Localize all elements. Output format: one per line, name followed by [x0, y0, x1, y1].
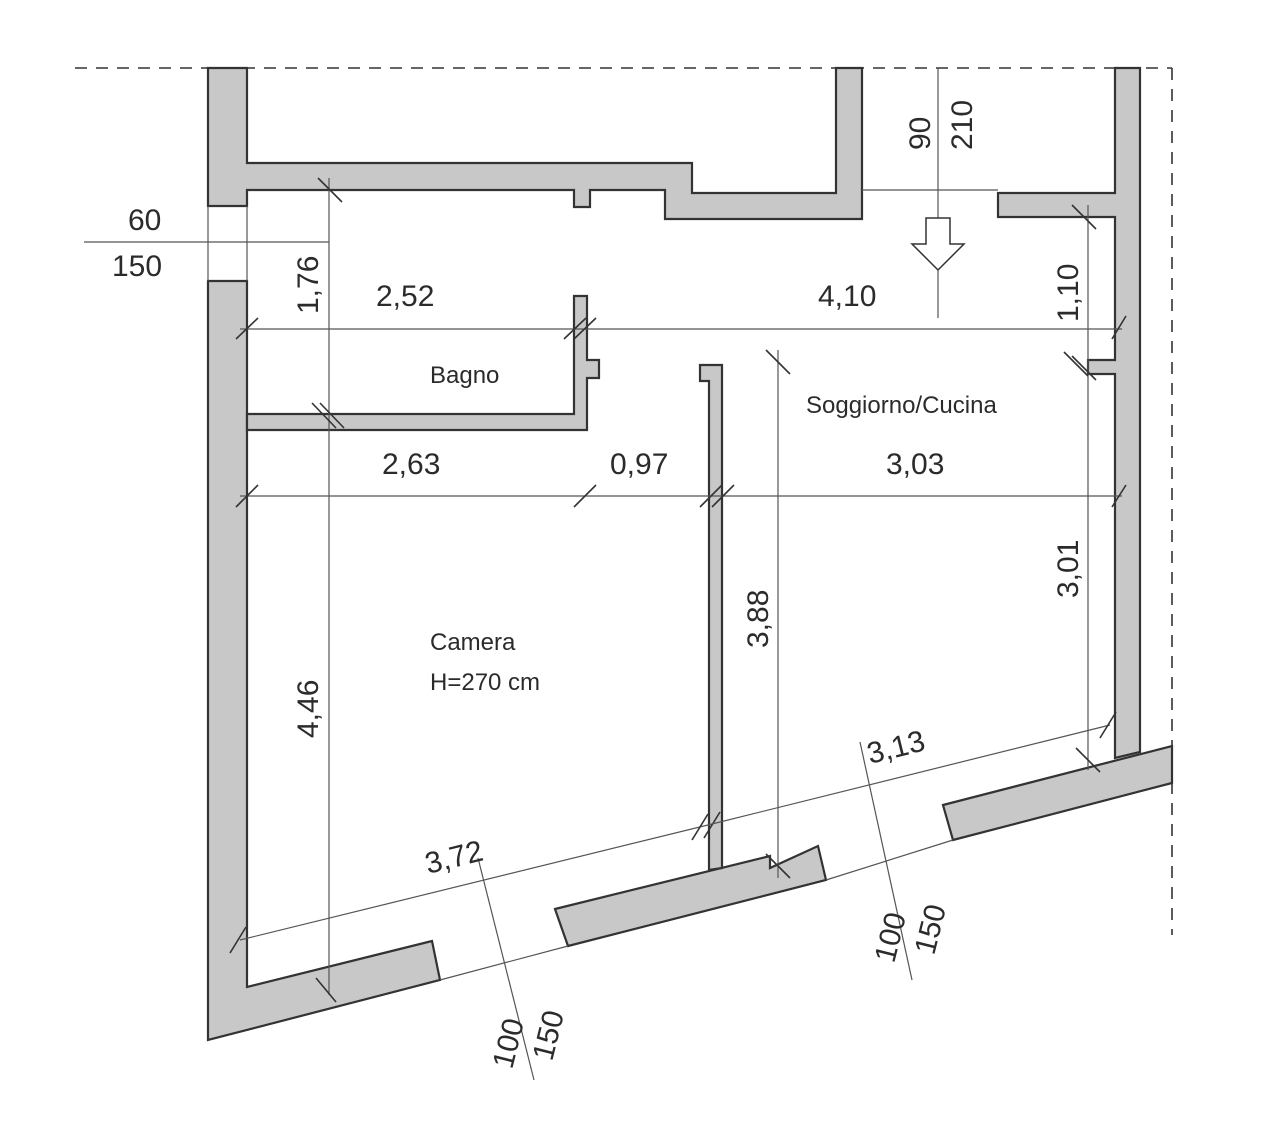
- down-arrow-icon: [910, 217, 966, 272]
- dim-3-03: 3,03: [886, 448, 944, 481]
- entry-height-label: 210: [946, 100, 979, 150]
- dim-3-72: 3,72: [422, 835, 487, 881]
- dim-3-88: 3,88: [742, 590, 775, 648]
- left-window-width-label: 60: [128, 204, 161, 237]
- window-2-width-label: 100: [869, 909, 913, 966]
- window-1-leader: [477, 857, 535, 1081]
- dim-line-bottom-left: [239, 823, 713, 941]
- dim-1-76: 1,76: [292, 256, 325, 314]
- wall-bottom-right: [941, 744, 1174, 842]
- dim-line-bottom-right: [711, 724, 1111, 825]
- left-window-height-label: 150: [112, 250, 162, 283]
- room-label-camera: Camera: [430, 629, 516, 656]
- wall-left-lower: [206, 279, 442, 1042]
- dim-0-97: 0,97: [610, 448, 668, 481]
- dim-3-01: 3,01: [1052, 540, 1085, 598]
- dim-2-52: 2,52: [376, 280, 434, 313]
- wall-bagno: [245, 294, 601, 432]
- window-1-width-label: 100: [487, 1015, 531, 1072]
- room-label-soggiorno: Soggiorno/Cucina: [806, 392, 997, 419]
- room-label-bagno: Bagno: [430, 362, 499, 389]
- wall-right: [996, 66, 1142, 760]
- dim-3-13: 3,13: [864, 725, 929, 771]
- dim-4-10: 4,10: [818, 280, 876, 313]
- room-height-camera: H=270 cm: [430, 669, 540, 696]
- dim-1-10: 1,10: [1052, 264, 1085, 322]
- dim-4-46: 4,46: [292, 680, 325, 738]
- dim-2-63: 2,63: [382, 448, 440, 481]
- window-2-height-label: 150: [909, 901, 953, 958]
- wall-left-upper: [206, 66, 864, 221]
- entry-width-label: 90: [904, 117, 937, 150]
- wall-partition: [698, 363, 724, 872]
- window-1-height-label: 150: [527, 1007, 571, 1064]
- wall-bottom-mid: [553, 844, 828, 948]
